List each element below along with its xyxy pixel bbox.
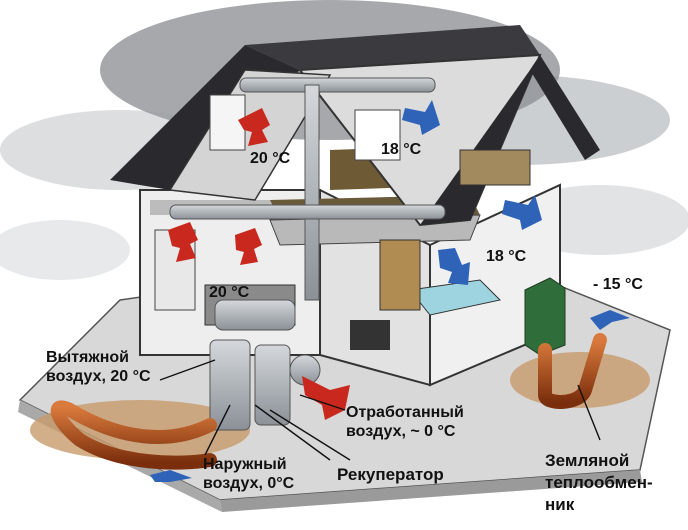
temp-label-attic-right: 18 °C	[381, 141, 422, 158]
cold-air-arrows	[150, 100, 630, 482]
label-exhaust-air: Вытяжной воздух, 20 °С	[46, 348, 151, 386]
label-outside-line2: воздух, 0°С	[203, 475, 295, 492]
label-exhaust-line1: Вытяжной	[46, 349, 130, 366]
label-ground-line1: Земляной	[545, 451, 630, 470]
label-spent-line1: Отработанный	[346, 404, 464, 421]
ground-pipes	[50, 333, 607, 470]
interior	[154, 94, 531, 350]
label-spent-line2: воздух, ~ 0 °С	[346, 423, 456, 440]
label-recuperator: Рекуператор	[337, 465, 444, 484]
temp-label-kitchen: 20 °C	[209, 284, 250, 301]
label-ground-line3: ник	[545, 495, 575, 514]
label-exhaust-line2: воздух, 20 °С	[46, 368, 151, 385]
ventilation-ducts	[169, 77, 446, 431]
label-outside-air: Наружный воздух, 0°С	[203, 455, 294, 493]
label-ground-line2: теплообмен-	[545, 473, 653, 492]
leader-lines	[159, 359, 601, 461]
ground-heat-exchanger-box	[524, 277, 566, 356]
label-spent-air: Отработанный воздух, ~ 0 °С	[346, 403, 464, 441]
label-ground-exchanger: Земляной теплообмен- ник	[545, 450, 653, 516]
temp-label-outdoor: - 15 °C	[593, 276, 643, 293]
temp-label-attic-left: 20 °C	[250, 150, 291, 167]
warm-air-arrows	[168, 108, 350, 420]
label-outside-line1: Наружный	[203, 456, 287, 473]
temp-label-bedroom: 18 °C	[486, 248, 527, 265]
